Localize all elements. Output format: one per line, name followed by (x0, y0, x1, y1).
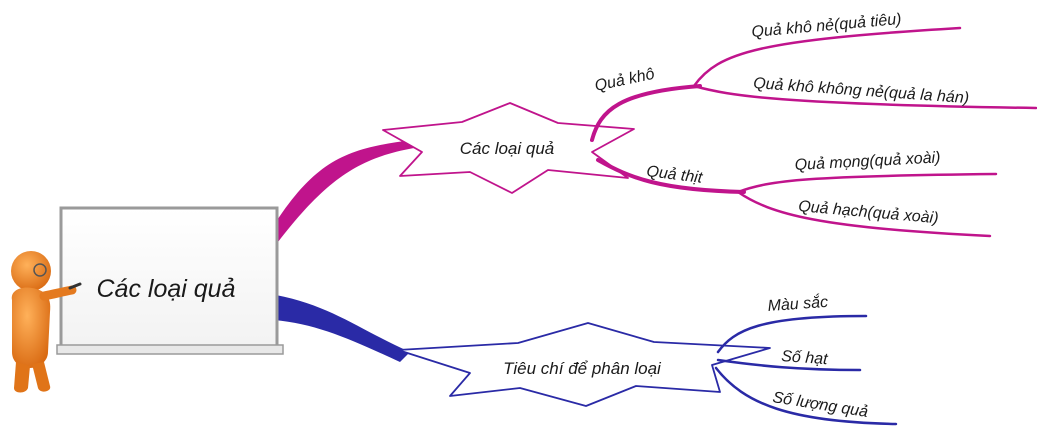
board-frame (59, 206, 279, 354)
leaf-label: Quả khô không nẻ(quả la hán) (753, 75, 970, 107)
leaf-label: Số hạt (781, 348, 829, 368)
leaf-qua-kho-khong-ne[interactable]: Quả khô không nẻ(quả la hán) (692, 75, 1037, 110)
connector-line (716, 358, 862, 372)
leaf-label: Số lượng quả (771, 389, 869, 421)
subbranch-qua-thit[interactable]: Quả thịt (596, 158, 746, 194)
connector-line (714, 366, 898, 426)
central-topic-board[interactable]: Các loại quả (56, 206, 284, 355)
leaf-mau-sac[interactable]: Màu sắc (716, 292, 868, 354)
central-topic-label: Các loại quả (97, 275, 236, 303)
leaf-label: Quả khô nẻ(quả tiêu) (751, 11, 902, 41)
leaf-so-hat[interactable]: Số hạt (716, 348, 862, 372)
connector-line (716, 314, 868, 354)
branch-topic-label: Các loại quả (460, 139, 555, 158)
main-branch-connector-bottom (274, 295, 410, 362)
connector-line (692, 84, 1037, 110)
subbranch-label: Quả thịt (646, 163, 704, 187)
leaf-qua-hach[interactable]: Quả hạch(quả xoài) (736, 190, 992, 238)
connector-line (736, 172, 998, 194)
connector-line (692, 26, 962, 88)
board-tray (56, 344, 284, 355)
star-shape (382, 102, 635, 194)
subbranch-label: Quả khô (593, 66, 656, 95)
leaf-label: Quả hạch(quả xoài) (798, 198, 939, 227)
leaf-so-luong-qua[interactable]: Số lượng quả (714, 366, 898, 426)
main-branch-connector-top (276, 140, 414, 242)
leaf-qua-kho-ne[interactable]: Quả khô nẻ(quả tiêu) (692, 11, 962, 88)
connector-line (736, 190, 992, 238)
branch-topic-label: Tiêu chí để phân loại (503, 359, 662, 378)
leaf-label: Quả mọng(quả xoài) (794, 149, 941, 174)
leaf-qua-mong[interactable]: Quả mọng(quả xoài) (736, 149, 998, 194)
branch-topic-tieu-chi[interactable]: Tiêu chí để phân loại (397, 322, 771, 407)
branch-topic-cac-loai-qua[interactable]: Các loại quả (382, 102, 635, 194)
leaf-label: Màu sắc (767, 292, 829, 315)
presenter-figure-icon (11, 251, 82, 393)
connector-line (590, 84, 702, 142)
connector-line (596, 158, 746, 194)
star-shape (397, 322, 771, 407)
